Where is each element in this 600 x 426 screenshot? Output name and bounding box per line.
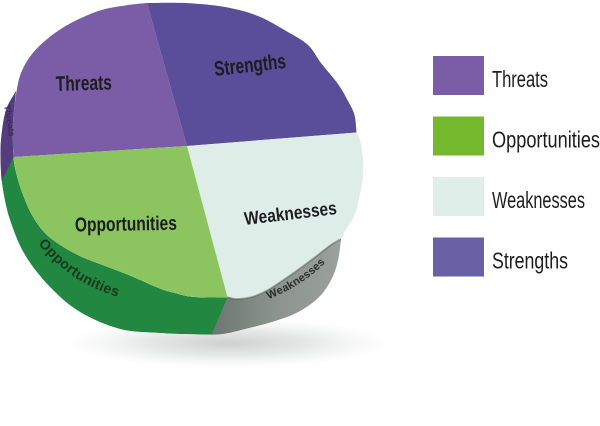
- svg-text:Opportunities: Opportunities: [75, 213, 177, 237]
- svg-text:Threats: Threats: [55, 71, 112, 96]
- svg-text:Strengths: Strengths: [492, 248, 568, 274]
- svg-text:Weaknesses: Weaknesses: [492, 187, 585, 213]
- svg-text:Opportunities: Opportunities: [492, 127, 600, 153]
- svg-text:Threats: Threats: [492, 66, 548, 92]
